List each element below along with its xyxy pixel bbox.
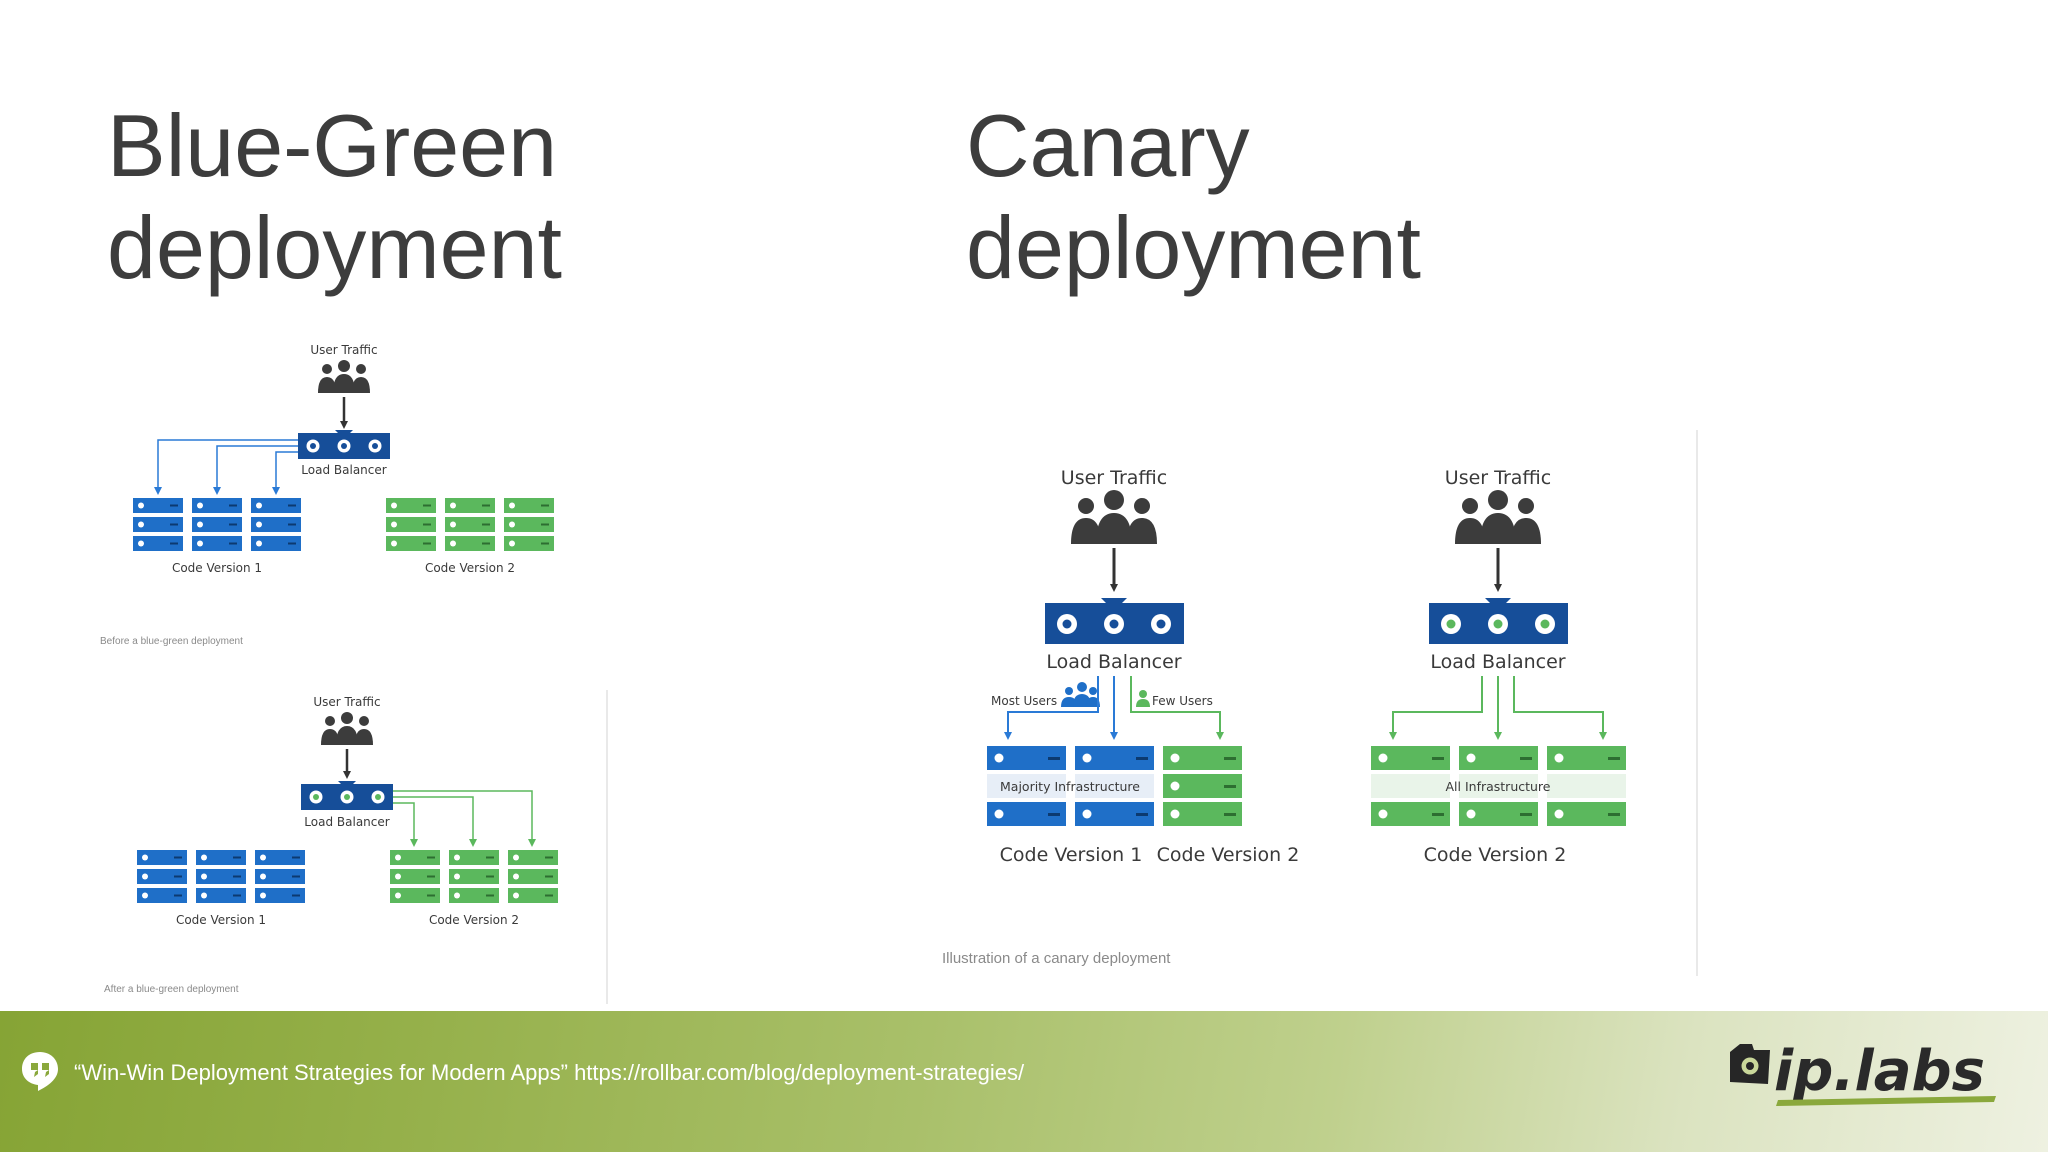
bg-before-code-version-1-label: Code Version 1	[172, 561, 262, 575]
load-balancer	[298, 430, 390, 459]
canary-s2-code-version-2-label: Code Version 2	[1424, 844, 1567, 866]
bg-after-load-balancer-label: Load Balancer	[304, 815, 389, 829]
server-rack-green	[508, 850, 558, 903]
canary-s2-load-balancer-label: Load Balancer	[1430, 651, 1565, 673]
blue-green-title-line-2: deployment	[107, 198, 562, 297]
bg-before-load-balancer-label: Load Balancer	[301, 463, 386, 477]
hangouts-quote-icon	[22, 1052, 58, 1091]
routing-arrows	[1004, 676, 1224, 740]
footer-bar	[0, 1011, 2048, 1152]
routing-arrows	[154, 439, 298, 495]
camera-icon	[1730, 1044, 1770, 1084]
deployment-diagrams: User Traffic Load Balancer	[100, 343, 1698, 1004]
bg-after-user-traffic-label: User Traffic	[313, 695, 380, 709]
server-rack-blue	[133, 498, 183, 551]
server-rack-blue	[987, 746, 1066, 826]
canary-s1-load-balancer-label: Load Balancer	[1046, 651, 1181, 673]
bg-after-diagram: User Traffic Load Balancer	[104, 695, 558, 995]
bg-before-code-version-2-label: Code Version 2	[425, 561, 515, 575]
canary-caption: Illustration of a canary deployment	[942, 950, 1171, 967]
bg-before-caption: Before a blue-green deployment	[100, 636, 243, 647]
server-rack-green	[1547, 746, 1626, 826]
users-icon	[1061, 682, 1100, 707]
canary-stage-2-diagram: User Traffic Load Balancer	[1371, 467, 1626, 866]
users-icon	[318, 360, 370, 393]
server-rack-blue	[255, 850, 305, 903]
server-rack-green	[449, 850, 499, 903]
logo-text: ip.labs	[1774, 1040, 1985, 1104]
bg-before-diagram: User Traffic Load Balancer	[100, 343, 554, 647]
iplabs-logo: ip.labs	[1730, 1040, 1996, 1106]
users-icon	[1455, 490, 1541, 544]
server-rack-green	[445, 498, 495, 551]
routing-arrows	[393, 790, 536, 847]
canary-few-users-label: Few Users	[1152, 694, 1213, 708]
server-rack-blue	[192, 498, 242, 551]
bg-after-code-version-2-label: Code Version 2	[429, 913, 519, 927]
canary-s1-code-version-2-label: Code Version 2	[1157, 844, 1300, 866]
server-rack-blue	[1075, 746, 1154, 826]
canary-most-users-label: Most Users	[991, 694, 1057, 708]
server-rack-blue	[251, 498, 301, 551]
bg-after-code-version-1-label: Code Version 1	[176, 913, 266, 927]
canary-majority-infrastructure-label: Majority Infrastructure	[1000, 779, 1140, 794]
canary-all-infrastructure-label: All Infrastructure	[1445, 779, 1550, 794]
load-balancer	[1429, 598, 1568, 644]
routing-arrows	[1389, 676, 1607, 740]
load-balancer	[1045, 598, 1184, 644]
server-rack-green	[1163, 746, 1242, 826]
server-rack-green	[386, 498, 436, 551]
user-icon	[1136, 690, 1150, 707]
server-rack-blue	[137, 850, 187, 903]
server-rack-green	[1459, 746, 1538, 826]
users-icon	[321, 712, 373, 745]
blue-green-title: Blue-Green deployment	[107, 95, 562, 299]
server-rack-green	[390, 850, 440, 903]
canary-title-line-2: deployment	[966, 198, 1421, 297]
canary-s1-user-traffic-label: User Traffic	[1061, 467, 1167, 489]
server-rack-green	[504, 498, 554, 551]
canary-stage-1-diagram: User Traffic Load Balancer Most Users Fe…	[987, 467, 1299, 866]
canary-s2-user-traffic-label: User Traffic	[1445, 467, 1551, 489]
server-rack-green	[1371, 746, 1450, 826]
bg-after-caption: After a blue-green deployment	[104, 984, 239, 995]
canary-title-line-1: Canary	[966, 96, 1250, 195]
bg-before-user-traffic-label: User Traffic	[310, 343, 377, 357]
load-balancer	[301, 781, 393, 810]
canary-title: Canary deployment	[966, 95, 1421, 299]
footer-citation: “Win-Win Deployment Strategies for Moder…	[74, 1060, 1025, 1085]
server-rack-blue	[196, 850, 246, 903]
users-icon	[1071, 490, 1157, 544]
blue-green-title-line-1: Blue-Green	[107, 96, 558, 195]
canary-s1-code-version-1-label: Code Version 1	[1000, 844, 1143, 866]
